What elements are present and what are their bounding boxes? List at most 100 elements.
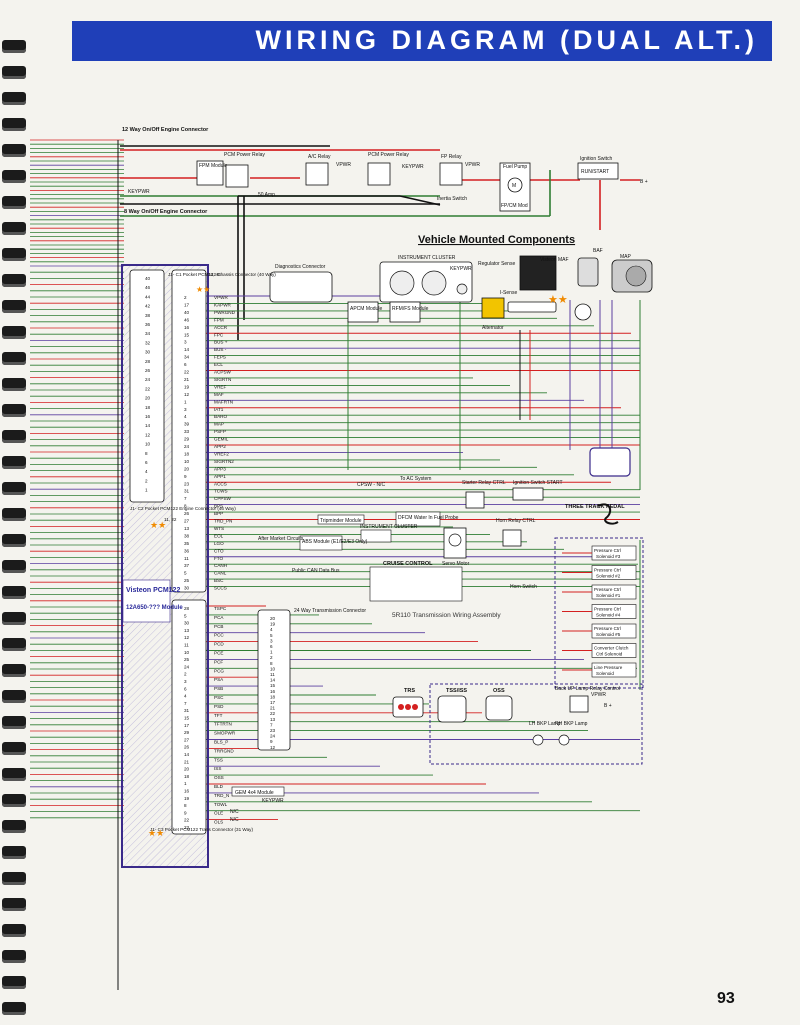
c1-signal-label: VPWR (214, 295, 228, 300)
c1-signal-label: GEMIL (214, 437, 229, 442)
c1-pin-number: 1 (184, 399, 187, 404)
solenoid-label: Solenoid #5 (596, 632, 621, 637)
trans-assembly-label: 5R110 Transmission Wiring Assembly (392, 612, 501, 619)
c1-pin-number: 38 (184, 533, 190, 538)
c1-pin-number: 3 (184, 340, 187, 345)
binding-ring (2, 534, 26, 547)
binding-ring (2, 66, 26, 79)
c1-signal-label: CANL (214, 571, 227, 576)
c1-signal-label: BPS (214, 504, 223, 509)
c3-signal-label: BLS_P (214, 740, 228, 745)
wire (399, 195, 441, 206)
c1-signal-label: ACCS (214, 481, 227, 486)
solenoid-label: Solenoid #1 (596, 593, 621, 598)
speedometer-gauge-icon (389, 270, 415, 296)
trs-pin-icon (398, 704, 404, 710)
c1-pin-number: 14 (184, 347, 190, 352)
cluster-keypwr-label: KEYPWR (450, 266, 472, 272)
c1-pin-number: 30 (184, 586, 190, 591)
c3-pin-number: 7 (184, 701, 187, 706)
trs-pin-icon (405, 704, 411, 710)
c2-pin-number: 40 (145, 276, 151, 281)
c1-connector-label: J1- C1 Pocket PCM122 Chassis Connector (… (168, 272, 276, 277)
c1-signal-label: APP1 (214, 474, 226, 479)
c3-signal-label: BLD (214, 784, 224, 789)
backup-vpwr-label: VPWR (591, 692, 606, 698)
c1-pin-number: 5 (184, 571, 187, 576)
solenoid-label: Solenoid #4 (596, 613, 621, 618)
c2-pin-number: 32 (145, 340, 151, 345)
binding-ring (2, 222, 26, 235)
c1-signal-label: KAPWR (214, 302, 232, 307)
c2-pin-number: 10 (145, 442, 151, 447)
c3-signal-label: TFTRTN (214, 722, 232, 727)
trans-pin-number: 16 (270, 689, 276, 694)
binding-ring (2, 118, 26, 131)
c2-pin-number: 26 (145, 368, 151, 373)
isense-label: I-Sense (500, 290, 517, 296)
c3-pin-number: 19 (184, 796, 190, 801)
binding-ring (2, 846, 26, 859)
c1-pin-number: 10 (184, 459, 190, 464)
c3-pin-number: 17 (184, 723, 190, 728)
c2-pin-number: 8 (145, 451, 148, 456)
c1-pin-number: 11 (184, 556, 189, 561)
c3-pin-number: 30 (184, 621, 190, 626)
c1-pin-number: 9 (184, 474, 187, 479)
c1-code-label: 34, 46 (208, 272, 221, 277)
star-marker-icon: ★★ (548, 294, 568, 306)
trans-pin-number: 11 (270, 672, 275, 677)
nc-label-1: N/C (230, 809, 239, 815)
fp-relay (439, 162, 463, 186)
cpsw-label: CPSW - N/C (357, 482, 385, 488)
binding-ring (2, 560, 26, 573)
c1-pin-list: 2174046161531434622211912134393329241810… (184, 295, 190, 591)
apcm-module (347, 301, 379, 323)
binding-ring (2, 924, 26, 937)
binding-ring (2, 612, 26, 625)
c1-signal-label: VREF (214, 384, 226, 389)
c1-signal-label: BUS - (214, 347, 227, 352)
c1-pin-number: 13 (184, 526, 190, 531)
vehicle-mounted-components: Vehicle Mounted Components INSTRUMENT CL… (269, 234, 653, 331)
conn8-label: 8 Way On/Off Engine Connector (124, 209, 208, 215)
c3-signal-label: SMOPWR (214, 731, 236, 736)
binding-ring (2, 300, 26, 313)
c3-pin-number: 2 (184, 672, 187, 677)
c3-signal-label: PCG (214, 668, 224, 673)
run-start-label: RUN/START (581, 169, 609, 175)
c2-pin-number: 20 (145, 396, 151, 401)
c1-signal-label: SIGRTN2 (214, 459, 234, 464)
c3-pin-number: 23 (184, 825, 190, 830)
c1-signal-label: VREF2 (214, 451, 229, 456)
ignition-bplus-label: B + (640, 179, 648, 185)
c1-signal-label: FPM (214, 317, 224, 322)
map-sensor-port-icon (625, 265, 647, 287)
trs-pin-icon (412, 704, 418, 710)
c1-signal-label: CPPSW (214, 496, 232, 501)
c3-pin-number: 16 (184, 789, 190, 794)
cruise-control-label: CRUISE CONTROL (383, 561, 433, 567)
c1-pin-number: 27 (184, 519, 190, 524)
tripminder-box (317, 514, 365, 525)
cluster2-box (360, 529, 392, 543)
c1-pin-number: 17 (184, 302, 190, 307)
page-number: 93 (717, 990, 735, 1007)
binding-ring (2, 690, 26, 703)
solenoid-label: Pressure Ctrl (594, 607, 621, 612)
trans-pin-number: 5 (270, 633, 273, 638)
c2-pin-number: 36 (145, 322, 151, 327)
c1-pin-number: 16 (184, 325, 190, 330)
rfm-module (389, 301, 421, 323)
c2-pin-number: 22 (145, 386, 151, 391)
diagnostics-connector-label: Diagnostics Connector (275, 264, 326, 270)
c3-pin-number: 21 (184, 759, 190, 764)
c3-pin-number: 24 (184, 664, 190, 669)
binding-ring (2, 40, 26, 53)
c1-signal-label: BARO (214, 414, 227, 419)
c3-signal-label: OLS (214, 820, 223, 825)
after-market-label: After Market Circuits (258, 536, 304, 542)
trans-pin-number: 7 (270, 722, 273, 727)
